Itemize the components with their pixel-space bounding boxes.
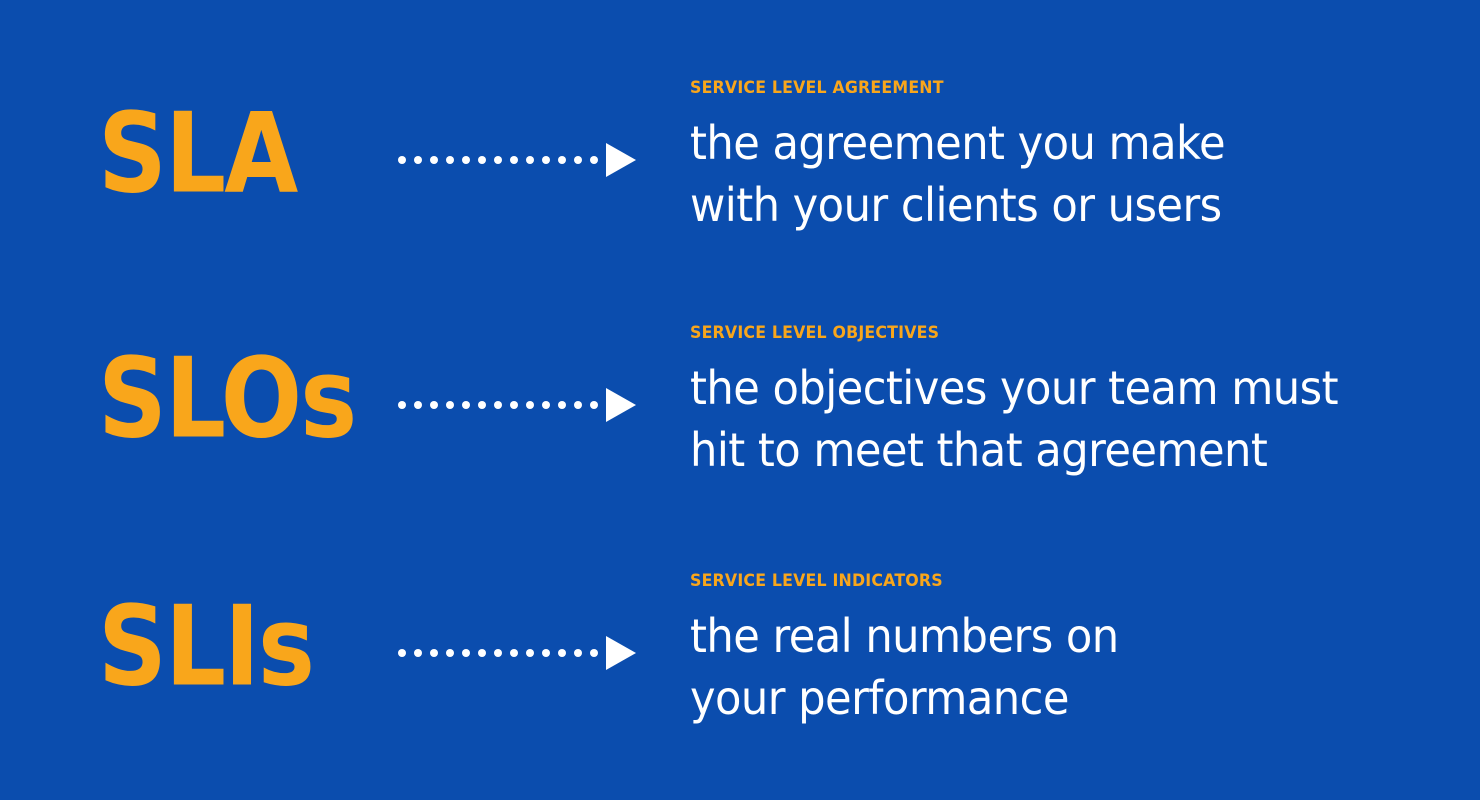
- connector-dot: [462, 156, 470, 164]
- connector-dot: [558, 649, 566, 657]
- body-text-slis: the real numbers on your performance: [690, 605, 1404, 729]
- connector-dot: [590, 156, 598, 164]
- connector-dot: [462, 649, 470, 657]
- body-text-sla: the agreement you make with your clients…: [690, 112, 1404, 236]
- body-line: hit to meet that agreement: [690, 423, 1268, 477]
- body-text-slos: the objectives your team must hit to mee…: [690, 357, 1404, 481]
- connector-dot: [414, 401, 422, 409]
- connector-dot: [478, 649, 486, 657]
- connector-dot: [542, 156, 550, 164]
- connector-dot: [590, 401, 598, 409]
- dotted-line: [398, 401, 598, 409]
- body-line: the agreement you make: [690, 116, 1226, 170]
- definition-row-slis: SLIs SERVICE LEVEL INDICATORS: [0, 553, 1480, 763]
- definition-row-sla: SLA SERVICE LEVEL AGREEMENT: [0, 60, 1480, 270]
- connector-dot: [558, 401, 566, 409]
- connector-dot: [558, 156, 566, 164]
- description-sla: SERVICE LEVEL AGREEMENT the agreement yo…: [690, 78, 1450, 236]
- connector-dot: [526, 649, 534, 657]
- acronym-sla: SLA: [98, 88, 298, 218]
- connector-dot: [414, 649, 422, 657]
- eyebrow-label-slis: SERVICE LEVEL INDICATORS: [690, 571, 943, 591]
- connector-dot: [398, 649, 406, 657]
- connector-slis: [398, 633, 640, 673]
- description-slis: SERVICE LEVEL INDICATORS the real number…: [690, 571, 1450, 729]
- definition-row-slos: SLOs SERVICE LEVEL OBJECTIVES: [0, 305, 1480, 515]
- connector-dot: [478, 156, 486, 164]
- connector-dot: [446, 649, 454, 657]
- connector-dot: [398, 156, 406, 164]
- eyebrow-label-sla: SERVICE LEVEL AGREEMENT: [690, 78, 944, 98]
- dotted-line: [398, 156, 598, 164]
- connector-dot: [398, 401, 406, 409]
- connector-dot: [430, 156, 438, 164]
- connector-dot: [590, 649, 598, 657]
- body-line: the real numbers on: [690, 609, 1119, 663]
- connector-dot: [510, 649, 518, 657]
- arrow-right-triangle-icon: [606, 388, 636, 422]
- connector-slos: [398, 385, 640, 425]
- connector-sla: [398, 140, 640, 180]
- connector-dot: [542, 401, 550, 409]
- description-slos: SERVICE LEVEL OBJECTIVES the objectives …: [690, 323, 1450, 481]
- connector-dot: [526, 156, 534, 164]
- connector-dot: [526, 401, 534, 409]
- body-line: your performance: [690, 671, 1069, 725]
- connector-dot: [478, 401, 486, 409]
- eyebrow-label-slos: SERVICE LEVEL OBJECTIVES: [690, 323, 940, 343]
- connector-dot: [446, 401, 454, 409]
- dotted-line: [398, 649, 598, 657]
- acronym-slis: SLIs: [98, 581, 315, 711]
- body-line: with your clients or users: [690, 178, 1222, 232]
- connector-dot: [494, 649, 502, 657]
- arrow-right-triangle-icon: [606, 143, 636, 177]
- connector-dot: [574, 156, 582, 164]
- connector-dot: [574, 649, 582, 657]
- connector-dot: [462, 401, 470, 409]
- acronym-slos: SLOs: [98, 333, 357, 463]
- connector-dot: [446, 156, 454, 164]
- connector-dot: [510, 156, 518, 164]
- connector-dot: [542, 649, 550, 657]
- connector-dot: [430, 401, 438, 409]
- connector-dot: [510, 401, 518, 409]
- connector-dot: [430, 649, 438, 657]
- connector-dot: [494, 401, 502, 409]
- body-line: the objectives your team must: [690, 361, 1339, 415]
- arrow-right-triangle-icon: [606, 636, 636, 670]
- connector-dot: [494, 156, 502, 164]
- connector-dot: [574, 401, 582, 409]
- connector-dot: [414, 156, 422, 164]
